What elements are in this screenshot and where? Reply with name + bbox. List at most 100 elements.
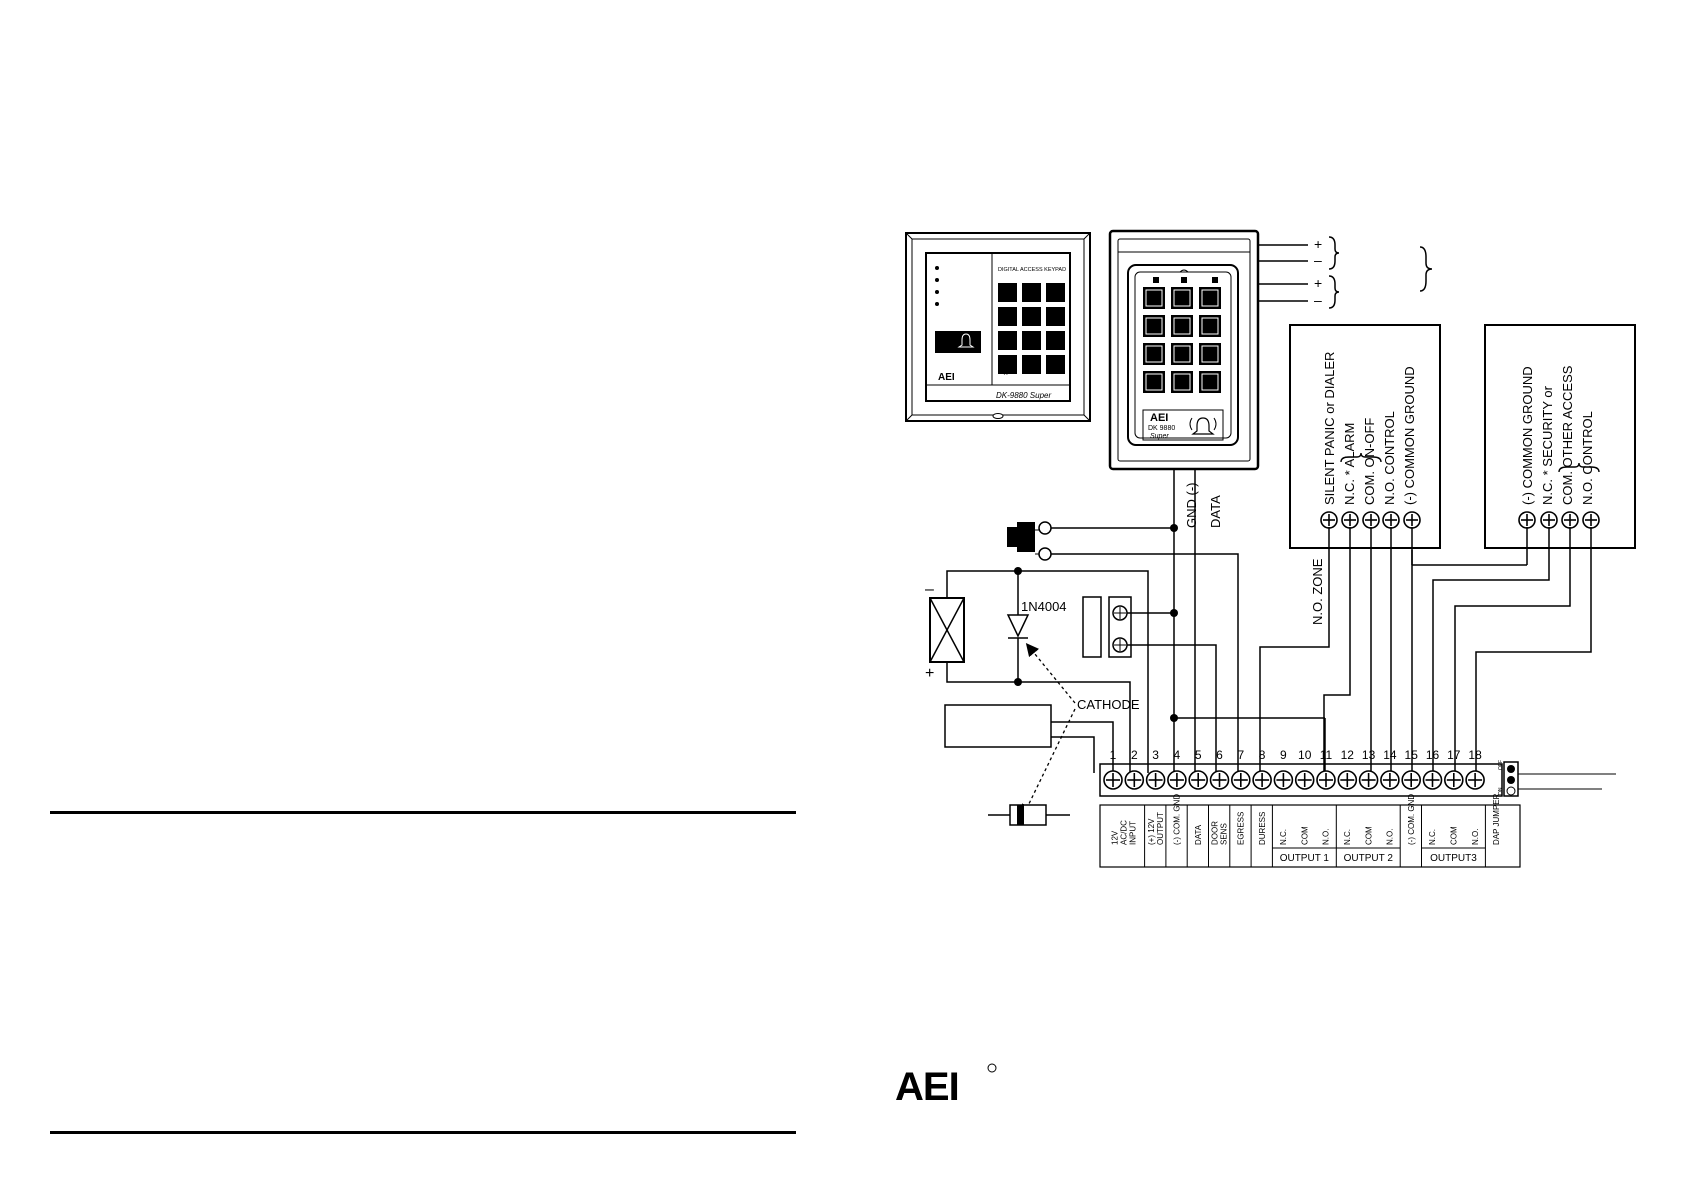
terminal-label: COM [1364, 826, 1373, 845]
output-group-label: OUTPUT3 [1430, 853, 1477, 864]
terminal-label: N.C. [1428, 829, 1437, 845]
gnd-label: GND (-) [1184, 483, 1199, 529]
svg-text:9: 9 [1206, 347, 1214, 364]
terminal-label: DATA [1194, 824, 1203, 845]
strip-terminal [1380, 770, 1400, 790]
svg-text:COM: COM [1449, 826, 1458, 845]
dap-jumper: OFF ON [1498, 760, 1616, 797]
terminal-number: 2 [1131, 748, 1138, 762]
terminal-number: 10 [1298, 748, 1312, 762]
terminal-number: 12 [1341, 748, 1355, 762]
strip-terminal [1444, 770, 1464, 790]
svg-text:(-) COM. GND: (-) COM. GND [1407, 794, 1416, 845]
strip-terminal [1103, 770, 1123, 790]
svg-text:N.C.: N.C. [1428, 829, 1437, 845]
strip-terminal [1167, 770, 1187, 790]
security-terminal [1582, 511, 1600, 529]
terminal-number: 13 [1362, 748, 1376, 762]
power-mark-1: + [1314, 236, 1322, 252]
terminal-label: N.O. [1386, 829, 1395, 845]
alarm-terminals [1320, 511, 1421, 529]
terminal-label: N.C. [1343, 829, 1352, 845]
terminal-number: 6 [1216, 748, 1223, 762]
terminal-number: 16 [1426, 748, 1440, 762]
door-contact [1082, 596, 1132, 658]
svg-text:EGRESS: EGRESS [1236, 812, 1245, 845]
no-zone-label: N.O. ZONE [1310, 558, 1325, 625]
strip-terminal [1231, 770, 1251, 790]
main-key: * [1143, 371, 1165, 393]
security-terminal [1561, 511, 1579, 529]
svg-text:2: 2 [1178, 291, 1186, 308]
bell-icon [1191, 417, 1215, 435]
section-rule-top [50, 811, 796, 814]
main-key: 2 [1171, 287, 1193, 309]
cathode-label: CATHODE [1077, 697, 1140, 712]
terminal-label: EGRESS [1236, 812, 1245, 845]
front-key [998, 283, 1017, 302]
svg-text:DURESS: DURESS [1258, 812, 1267, 845]
alarm-terminal [1341, 511, 1359, 529]
strip-terminal [1358, 770, 1379, 790]
svg-text:12V: 12V [1110, 830, 1119, 845]
svg-text:*: * [1151, 375, 1157, 392]
output-wiring [1259, 527, 1592, 773]
security-terminal [1518, 511, 1536, 529]
bell-icon [957, 333, 975, 348]
svg-text:4: 4 [1150, 319, 1159, 336]
terminal-number: 9 [1280, 748, 1287, 762]
alarm-control-box: SILENT PANIC or DIALER N.C. * ALARM COM.… [1289, 324, 1441, 549]
svg-text:DOOR: DOOR [1211, 821, 1220, 845]
svg-text:1: 1 [1150, 291, 1158, 308]
jumper-off: OFF [1498, 760, 1504, 770]
terminal-label: DAP JUMPER [1492, 793, 1501, 845]
strip-terminal [1316, 770, 1336, 790]
front-model: DK-9880 Super [996, 391, 1051, 400]
terminal-label: N.O. [1471, 829, 1480, 845]
svg-text:INPUT: INPUT [1128, 821, 1137, 845]
lock-plus: + [925, 665, 934, 682]
terminal-label: N.O. [1322, 829, 1331, 845]
security-line-3: COM. OTHER ACCESS [1560, 365, 1575, 505]
alarm-terminal [1382, 511, 1400, 529]
main-key: 6 [1199, 315, 1221, 337]
security-line-2: N.C. * SECURITY or [1540, 385, 1555, 505]
main-key: 8 [1171, 343, 1193, 365]
alarm-terminal [1362, 511, 1380, 529]
front-key [1046, 331, 1065, 350]
front-key [1022, 307, 1041, 326]
strip-terminal [1273, 770, 1294, 790]
terminal-label: (-) COM. GND [1407, 794, 1416, 845]
power-leads: + – + – [1258, 236, 1433, 309]
terminal-number: 1 [1110, 748, 1117, 762]
svg-text:N.O.: N.O. [1386, 829, 1395, 845]
alarm-line-5: (-) COMMON GROUND [1402, 366, 1417, 505]
svg-text:DAP JUMPER: DAP JUMPER [1492, 793, 1501, 845]
diode-component [988, 804, 1070, 826]
main-key: 3 [1199, 287, 1221, 309]
svg-text:3: 3 [1206, 291, 1214, 308]
strip-terminal [1465, 770, 1485, 790]
strip-terminal [1209, 770, 1230, 790]
strip-terminal [1188, 770, 1208, 790]
terminal-number: 5 [1195, 748, 1202, 762]
terminal-number: 14 [1383, 748, 1397, 762]
svg-text:5: 5 [1178, 319, 1186, 336]
output-group-label: OUTPUT 1 [1280, 853, 1330, 864]
alarm-terminal [1403, 511, 1421, 529]
svg-text:DATA: DATA [1194, 824, 1203, 845]
logo-text: AEI [895, 1065, 959, 1109]
keypad-front-header: DIGITAL ACCESS KEYPAD [998, 267, 1066, 273]
svg-text:8: 8 [1178, 347, 1186, 364]
security-control-box: (-) COMMON GROUND N.C. * SECURITY or COM… [1484, 324, 1636, 549]
terminal-number: 7 [1237, 748, 1244, 762]
terminal-label: COM [1300, 826, 1309, 845]
terminal-label: COM [1449, 826, 1458, 845]
alarm-line-4: N.O. CONTROL [1382, 411, 1397, 505]
main-model-line1: DK 9880 [1148, 425, 1175, 432]
alarm-line-3: COM. ON-OFF [1362, 418, 1377, 505]
terminal-label: DURESS [1258, 812, 1267, 845]
svg-text:COM: COM [1300, 826, 1309, 845]
